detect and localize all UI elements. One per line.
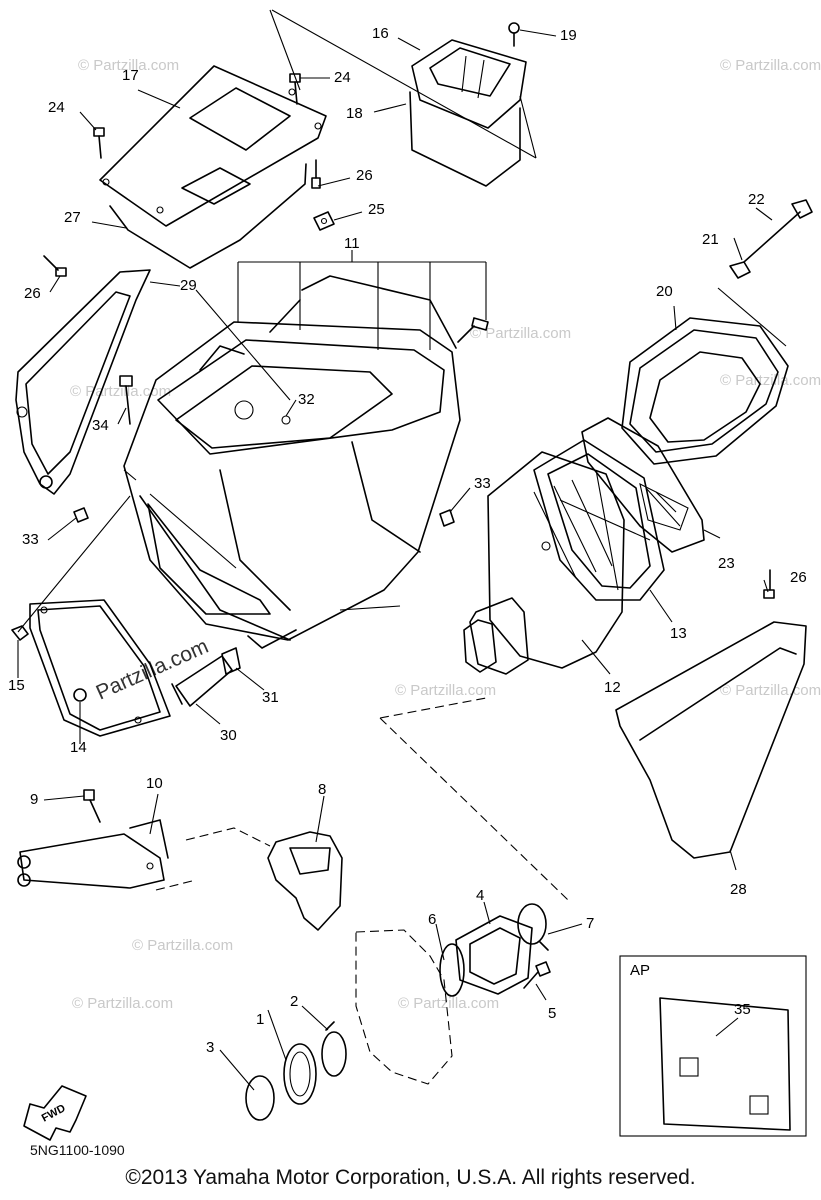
clamp-31 — [221, 647, 241, 675]
watermark-layer: © Partzilla.com © Partzilla.com © Partzi… — [70, 57, 821, 1012]
clamp-6 — [439, 943, 465, 997]
bolt-24-right — [289, 73, 301, 105]
label-29: 29 — [180, 277, 197, 294]
rivet-26-left — [43, 255, 67, 277]
bracket-8 — [267, 831, 343, 931]
label-24-left: 24 — [48, 99, 65, 116]
bolt-5 — [523, 961, 551, 989]
label-23: 23 — [718, 555, 735, 572]
air-filter-20 — [621, 317, 789, 465]
label-4: 4 — [476, 887, 484, 904]
seal-27 — [109, 163, 307, 269]
label-14: 14 — [70, 739, 87, 756]
bolt-34 — [119, 375, 133, 425]
label-25: 25 — [368, 201, 385, 218]
svg-text:AP: AP — [630, 962, 650, 979]
label-30: 30 — [220, 727, 237, 744]
label-18: 18 — [346, 105, 363, 122]
joint-1 — [283, 1043, 317, 1105]
svg-text:© Partzilla.com: © Partzilla.com — [398, 995, 499, 1012]
clamp-7 — [517, 903, 549, 951]
nut-33-right — [439, 509, 455, 527]
bolt-9 — [83, 789, 101, 823]
label-16: 16 — [372, 25, 389, 42]
screw-19 — [508, 22, 520, 47]
label-31: 31 — [262, 689, 279, 706]
label-5: 5 — [548, 1005, 556, 1022]
rivet-26-top — [311, 159, 321, 189]
rivet-26-right — [763, 569, 775, 599]
label-13: 13 — [670, 625, 687, 642]
label-6: 6 — [428, 911, 436, 928]
svg-text:© Partzilla.com: © Partzilla.com — [720, 682, 821, 699]
nut-15 — [11, 625, 29, 641]
nut-33-left — [73, 507, 89, 523]
bolt-24-left — [93, 127, 105, 159]
gasket-plate-14 — [29, 599, 171, 737]
label-9: 9 — [30, 791, 38, 808]
label-7: 7 — [586, 915, 594, 932]
intake-joint-4 — [455, 915, 533, 995]
bolt-22 — [743, 199, 813, 263]
part-labels: 1 2 3 4 5 6 7 8 9 10 11 12 13 14 15 16 1… — [8, 25, 807, 1056]
airbox-cover-17 — [99, 65, 327, 227]
label-32: 32 — [298, 391, 315, 408]
label-12: 12 — [604, 679, 621, 696]
svg-text:© Partzilla.com: © Partzilla.com — [132, 937, 233, 954]
svg-text:© Partzilla.com: © Partzilla.com — [470, 325, 571, 342]
label-27: 27 — [64, 209, 81, 226]
clamp-3 — [245, 1075, 275, 1121]
label-11: 11 — [344, 235, 360, 252]
label-33-left: 33 — [22, 531, 39, 548]
leader-lines — [17, 29, 773, 1091]
grommet-25 — [313, 211, 335, 231]
fwd-arrow-icon: FWD — [23, 1085, 87, 1141]
label-20: 20 — [656, 283, 673, 300]
label-3: 3 — [206, 1039, 214, 1056]
label-15: 15 — [8, 677, 25, 694]
label-26-top: 26 — [356, 167, 373, 184]
dashed-guide-10-to-8 — [155, 827, 271, 891]
label-26-left: 26 — [24, 285, 41, 302]
svg-text:© Partzilla.com: © Partzilla.com — [395, 682, 496, 699]
airbox-11 — [123, 275, 461, 649]
svg-text:© Partzilla.com: © Partzilla.com — [720, 57, 821, 74]
label-17: 17 — [122, 67, 139, 84]
inset-ap: AP — [619, 955, 807, 1137]
label-10: 10 — [146, 775, 163, 792]
side-cover-28 — [615, 621, 807, 859]
label-21: 21 — [702, 231, 719, 248]
bolt-top-11 — [457, 317, 489, 343]
svg-text:© Partzilla.com: © Partzilla.com — [720, 372, 821, 389]
clamp-2 — [321, 1021, 347, 1077]
leader-bracket-11 — [237, 261, 487, 350]
label-24-right: 24 — [334, 69, 351, 86]
label-33-right: 33 — [474, 475, 491, 492]
filter-element-23 — [581, 417, 705, 553]
side-cover-29 — [15, 269, 151, 495]
drain-tube-30 — [171, 655, 233, 707]
sensor-10 — [17, 819, 169, 889]
label-34: 34 — [92, 417, 109, 434]
label-2: 2 — [290, 993, 298, 1010]
label-28: 28 — [730, 881, 747, 898]
label-22: 22 — [748, 191, 765, 208]
svg-text:FWD: FWD — [40, 1102, 68, 1124]
copyright-notice: ©2013 Yamaha Motor Corporation, U.S.A. A… — [125, 1166, 696, 1189]
label-8: 8 — [318, 781, 326, 798]
washer-21 — [729, 261, 751, 279]
diagram-code: 5NG1100-1090 — [30, 1142, 125, 1158]
label-26-right: 26 — [790, 569, 807, 586]
filter-cage-13 — [533, 439, 665, 601]
label-19: 19 — [560, 27, 577, 44]
dashed-guide-12-to-7 — [379, 697, 569, 901]
label-1: 1 — [256, 1011, 264, 1028]
air-duct-16 — [409, 39, 527, 187]
label-35: 35 — [734, 1001, 751, 1018]
svg-text:© Partzilla.com: © Partzilla.com — [72, 995, 173, 1012]
svg-text:© Partzilla.com: © Partzilla.com — [78, 57, 179, 74]
